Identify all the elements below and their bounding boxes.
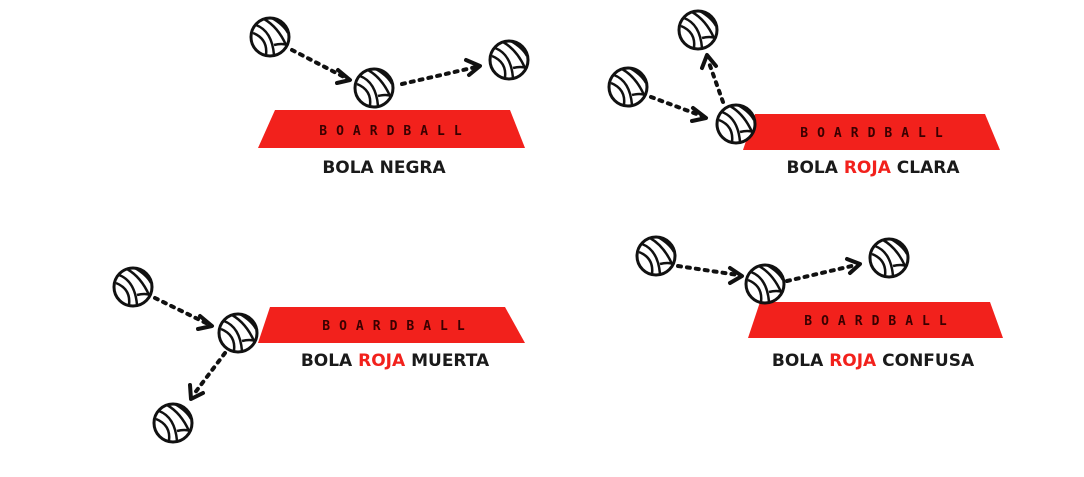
board (258, 307, 525, 343)
board-brand: BOARDBALL (804, 314, 955, 329)
ball-icon (488, 39, 530, 81)
ball-icon (353, 67, 395, 109)
arrowhead-icon (335, 68, 352, 85)
panel-bola-roja-clara: BOARDBALL BOLA ROJA CLARA (607, 9, 1000, 178)
arrow-in (676, 264, 740, 277)
panel-bola-negra: BOARDBALL BOLA NEGRA (249, 16, 530, 178)
arrowhead-icon (845, 257, 862, 275)
panel-label: BOLA ROJA CLARA (787, 158, 961, 178)
arrowhead-icon (728, 266, 744, 285)
ball-icon (715, 103, 757, 145)
ball-icon (868, 237, 910, 279)
board-brand: BOARDBALL (319, 124, 470, 139)
panel-label: BOLA NEGRA (322, 158, 446, 178)
board (748, 302, 1003, 338)
board (258, 110, 525, 148)
arrow-out (192, 351, 227, 396)
arrow-in (649, 95, 704, 118)
board (743, 114, 1000, 150)
ball-icon (677, 9, 719, 51)
board-brand: BOARDBALL (800, 126, 951, 141)
ball-icon (112, 266, 154, 308)
arrow-in (153, 296, 210, 326)
ball-icon (635, 235, 677, 277)
ball-icon (249, 16, 291, 58)
ball-icon (607, 66, 649, 108)
arrowhead-icon (464, 58, 482, 77)
arrow-out (400, 65, 478, 86)
panel-bola-roja-muerta: BOARDBALL BOLA ROJA MUERTA (112, 266, 525, 444)
arrow-in (290, 48, 348, 80)
arrowhead-icon (188, 383, 205, 401)
arrowhead-icon (700, 53, 718, 70)
panel-label: BOLA ROJA CONFUSA (772, 351, 975, 371)
panel-label: BOLA ROJA MUERTA (301, 351, 490, 371)
ball-icon (744, 263, 786, 305)
arrow-out (706, 58, 725, 104)
panel-bola-roja-confusa: BOARDBALL BOLA ROJA CONFUSA (635, 235, 1003, 371)
board-brand: BOARDBALL (322, 319, 473, 334)
ball-icon (152, 402, 194, 444)
arrowhead-icon (690, 106, 708, 123)
arrowhead-icon (196, 314, 214, 331)
ball-icon (217, 312, 259, 354)
arrow-out (785, 263, 858, 283)
